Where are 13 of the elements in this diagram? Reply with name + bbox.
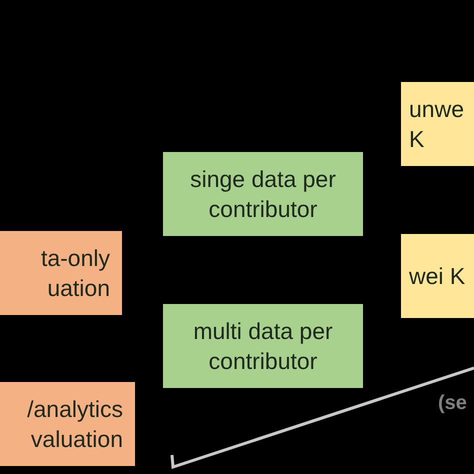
note-text: (se — [438, 391, 467, 416]
category-box — [0, 231, 122, 315]
box-label: singe data per contributor — [189, 165, 337, 224]
box-label: unwe K — [409, 95, 465, 154]
method-box — [401, 82, 474, 166]
process-box — [163, 304, 363, 388]
box-label: multi data per contributor — [192, 317, 334, 376]
process-box — [163, 152, 363, 236]
method-box — [401, 234, 474, 318]
box-label: /analytics valuation — [26, 395, 123, 454]
box-label: wei K — [409, 262, 466, 291]
box-label: ta-only uation — [40, 244, 110, 303]
category-box — [0, 382, 135, 466]
